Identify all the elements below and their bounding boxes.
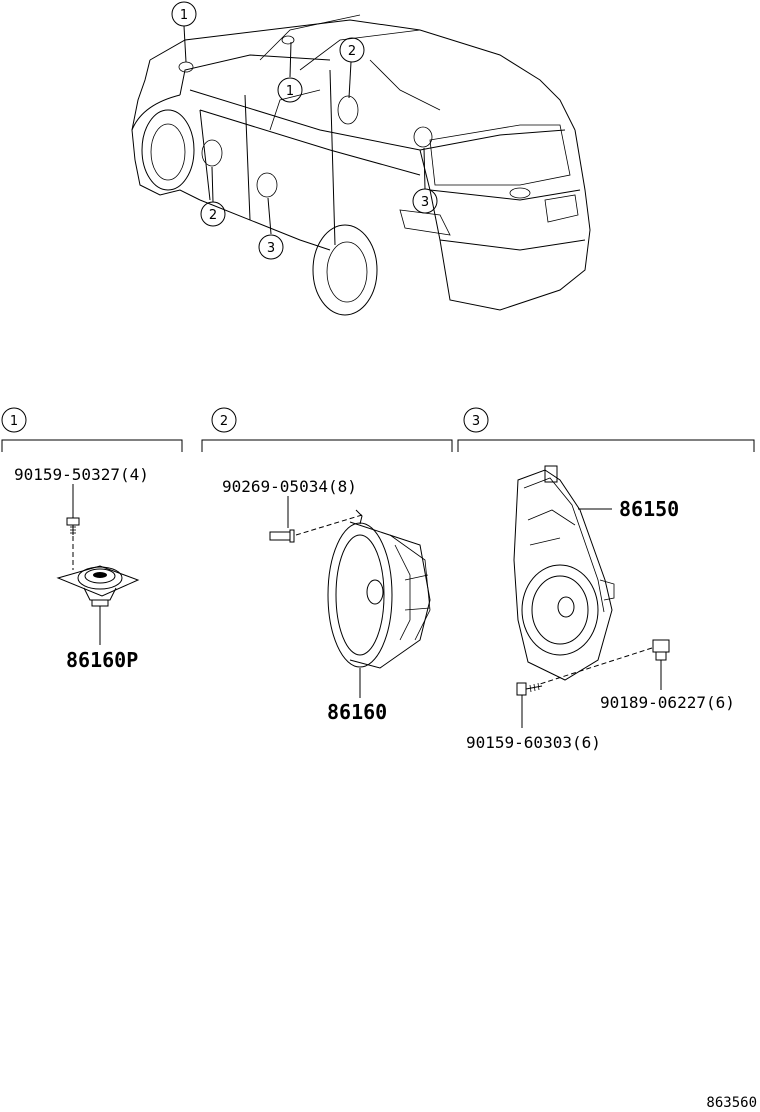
callout-2-bottom: 2 <box>200 201 226 227</box>
part-number-90159-50327: 90159-50327(4) <box>14 465 149 484</box>
part-number-90189-06227: 90189-06227(6) <box>600 693 735 712</box>
callout-3-rear: 3 <box>412 188 438 214</box>
section-3-header: 3 <box>457 407 755 452</box>
bolt-icon <box>516 682 543 696</box>
rear-speaker-icon <box>521 564 599 656</box>
tweeter-speaker-icon <box>56 565 140 607</box>
svg-text:3: 3 <box>421 195 429 210</box>
svg-text:1: 1 <box>180 8 188 23</box>
part-number-86150: 86150 <box>619 497 679 521</box>
door-speaker-icon <box>327 509 431 669</box>
section-3-parts: 86150 90189-06227(6) 90159-60303(6) <box>466 465 735 752</box>
svg-text:2: 2 <box>220 414 228 429</box>
callout-2-top: 2 <box>339 37 365 63</box>
screw-icon <box>66 517 80 535</box>
diagram-reference-number: 863560 <box>706 1095 757 1111</box>
svg-text:3: 3 <box>267 241 275 256</box>
part-number-90159-60303: 90159-60303(6) <box>466 733 601 752</box>
svg-text:2: 2 <box>209 208 217 223</box>
part-number-90269-05034: 90269-05034(8) <box>222 477 357 496</box>
svg-text:1: 1 <box>286 84 294 99</box>
clip-nut-icon <box>652 639 670 661</box>
svg-text:2: 2 <box>348 44 356 59</box>
svg-text:1: 1 <box>10 414 18 429</box>
section-1-header: 1 <box>1 407 183 452</box>
callout-3-bottom: 3 <box>258 234 284 260</box>
vehicle-illustration: 1 1 2 2 3 3 <box>131 1 591 316</box>
section-2-parts: 90269-05034(8) 86160 <box>222 477 431 724</box>
callout-1-mid: 1 <box>277 77 303 103</box>
rivet-icon <box>269 529 295 543</box>
section-1-parts: 90159-50327(4) 86160P <box>14 465 149 672</box>
part-number-86160P: 86160P <box>66 648 138 672</box>
speaker-bracket-icon <box>513 465 615 681</box>
part-number-86160: 86160 <box>327 700 387 724</box>
svg-text:3: 3 <box>472 414 480 429</box>
callout-1-top: 1 <box>171 1 197 27</box>
section-2-header: 2 <box>201 407 453 452</box>
